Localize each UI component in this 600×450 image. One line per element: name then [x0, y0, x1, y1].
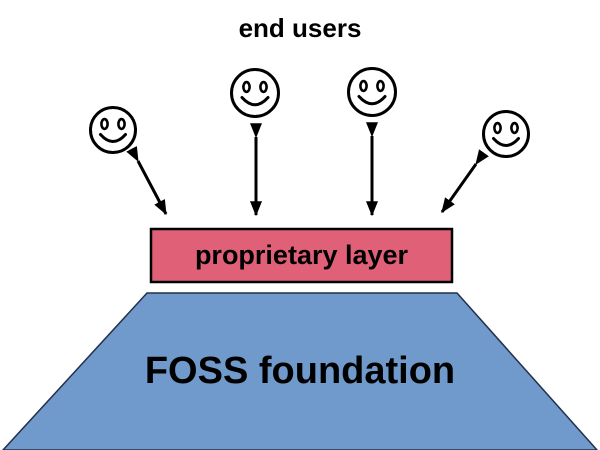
bidirectional-arrow: [126, 145, 168, 216]
smiley-face-icon: [89, 106, 137, 154]
smiley-face-icon: [230, 68, 280, 118]
smiley-face-icon: [482, 110, 530, 158]
diagram-title: end users: [238, 13, 362, 43]
proprietary-layer-box: [149, 227, 454, 284]
proprietary-layer-label: proprietary layer: [194, 240, 409, 270]
foss-foundation-label: FOSS foundation: [144, 350, 456, 392]
smiley-face-icon: [347, 67, 397, 117]
bidirectional-arrow: [440, 149, 489, 213]
foss-foundation-shape: [1, 292, 599, 450]
